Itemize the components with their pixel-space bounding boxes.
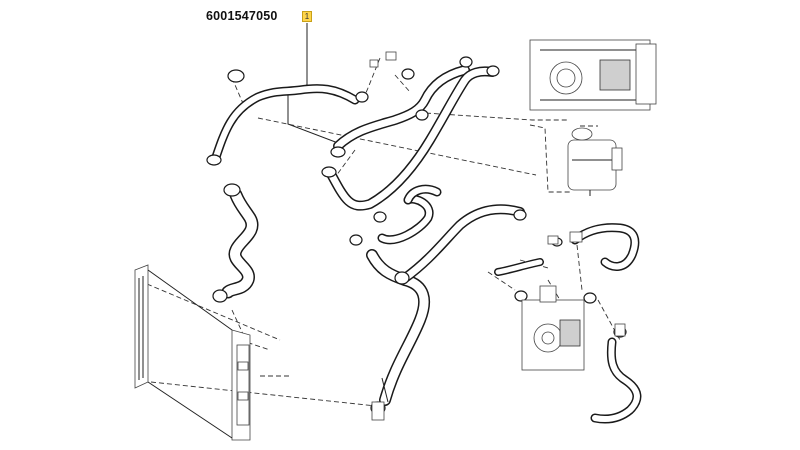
cross-hose[interactable] bbox=[325, 66, 497, 211]
small-fittings bbox=[369, 51, 626, 421]
heater-hose-lower[interactable] bbox=[590, 337, 642, 424]
heater-hose-right[interactable] bbox=[570, 223, 640, 271]
water-pump bbox=[521, 285, 585, 371]
engine-block bbox=[529, 39, 657, 111]
small-bypass-hose[interactable] bbox=[377, 184, 442, 245]
part-number-label: 6001547050 bbox=[206, 9, 278, 23]
radiator bbox=[134, 264, 251, 441]
radiator-upper-hose[interactable] bbox=[221, 188, 259, 299]
callout-leader-line bbox=[287, 23, 339, 144]
lower-main-hose[interactable] bbox=[366, 204, 525, 406]
upper-left-hose[interactable] bbox=[210, 84, 360, 165]
middle-hose[interactable] bbox=[333, 65, 470, 151]
callout-marker[interactable]: 1 bbox=[302, 11, 312, 22]
small-hose-right-cluster[interactable] bbox=[494, 258, 544, 276]
expansion-tank bbox=[567, 127, 623, 196]
